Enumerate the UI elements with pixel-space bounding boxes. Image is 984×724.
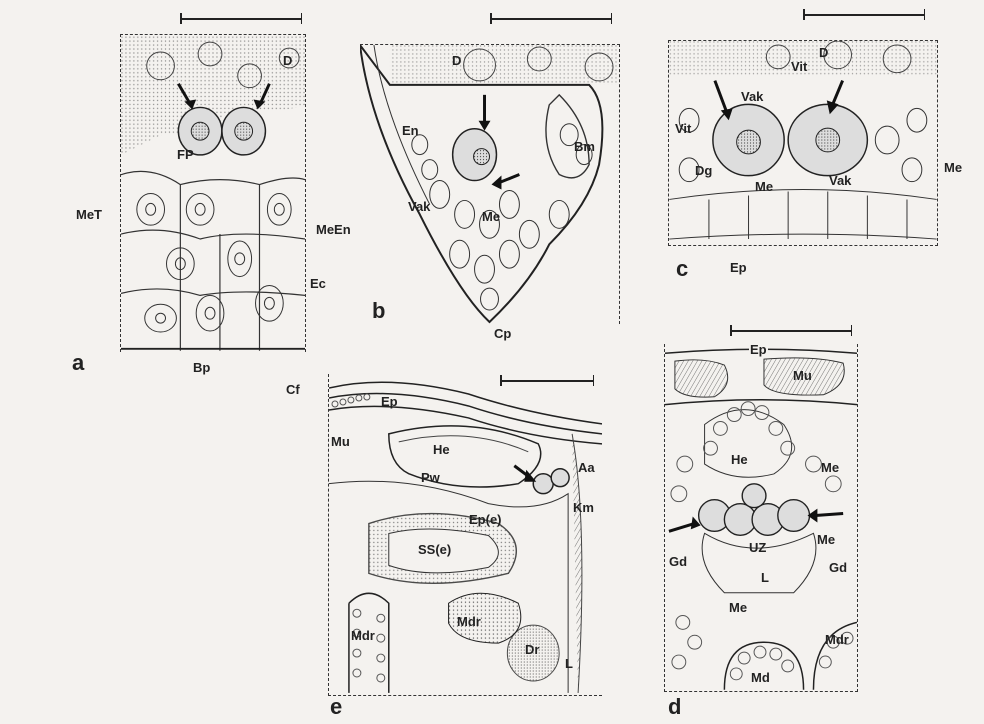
label-md: Md — [751, 670, 770, 685]
label-ec: Ec — [310, 276, 326, 291]
label-d: D — [283, 53, 292, 68]
label-dg: Dg — [695, 163, 712, 178]
label-l: L — [761, 570, 769, 585]
label-mdr: Mdr — [457, 614, 481, 629]
label-bm: Bm — [574, 139, 595, 154]
label-mdr: Mdr — [825, 632, 849, 647]
label-pw: Pw — [421, 470, 440, 485]
label-met: MeT — [76, 207, 102, 222]
label-me: Me — [755, 179, 773, 194]
label-vak: Vak — [741, 89, 763, 104]
label-ss-e: SS(e) — [417, 542, 452, 557]
label-vit: Vit — [675, 121, 691, 136]
label-ep-e: Ep(e) — [469, 512, 502, 527]
scale-bar-a — [180, 18, 302, 20]
label-d: D — [819, 45, 828, 60]
label-bp: Bp — [193, 360, 210, 375]
label-vak: Vak — [408, 199, 430, 214]
label-aa: Aa — [578, 460, 595, 475]
label-me: Me — [821, 460, 839, 475]
label-vit: Vit — [791, 59, 807, 74]
panel-e: Ep Mu He Pw Km Ep(e) SS(e) Mdr Mdr Dr L — [328, 374, 602, 696]
label-me: Me — [944, 160, 962, 175]
scale-bar-d — [730, 330, 852, 332]
panel-d: Ep Mu He Me Me UZ Gd Gd L Me Mdr Md — [664, 344, 858, 692]
label-ep: Ep — [749, 344, 768, 357]
label-mu: Mu — [793, 368, 812, 383]
label-mu: Mu — [331, 434, 350, 449]
label-l: L — [565, 656, 573, 671]
panel-letter-b: b — [372, 298, 385, 324]
panel-letter-e: e — [330, 694, 342, 720]
scale-bar-b — [490, 18, 612, 20]
label-cp: Cp — [494, 326, 511, 341]
panel-letter-c: c — [676, 256, 688, 282]
label-en: En — [402, 123, 419, 138]
label-vak: Vak — [829, 173, 851, 188]
label-cf: Cf — [286, 382, 300, 397]
panel-letter-a: a — [72, 350, 84, 376]
label-d: D — [452, 53, 461, 68]
panel-e-drawing — [329, 374, 602, 695]
label-dr: Dr — [525, 642, 539, 657]
panel-a-drawing — [121, 35, 305, 352]
label-me: Me — [482, 209, 500, 224]
label-meen: MeEn — [316, 222, 351, 237]
scale-bar-c — [803, 14, 925, 16]
label-me: Me — [817, 532, 835, 547]
panel-c: D Vit Vit Vak Dg Me Vak — [668, 40, 938, 246]
label-km: Km — [573, 500, 594, 515]
label-he: He — [433, 442, 450, 457]
panel-b: D En Bm Vak Me — [360, 44, 620, 324]
label-fp: FP — [177, 147, 194, 162]
label-gd: Gd — [829, 560, 847, 575]
panel-letter-d: d — [668, 694, 681, 720]
panel-a: D FP — [120, 34, 306, 352]
label-mdr: Mdr — [351, 628, 375, 643]
label-me: Me — [729, 600, 747, 615]
label-ep: Ep — [730, 260, 747, 275]
panel-b-drawing — [360, 45, 619, 324]
label-gd: Gd — [669, 554, 687, 569]
label-he: He — [731, 452, 748, 467]
label-uz: UZ — [749, 540, 766, 555]
label-ep: Ep — [381, 394, 398, 409]
